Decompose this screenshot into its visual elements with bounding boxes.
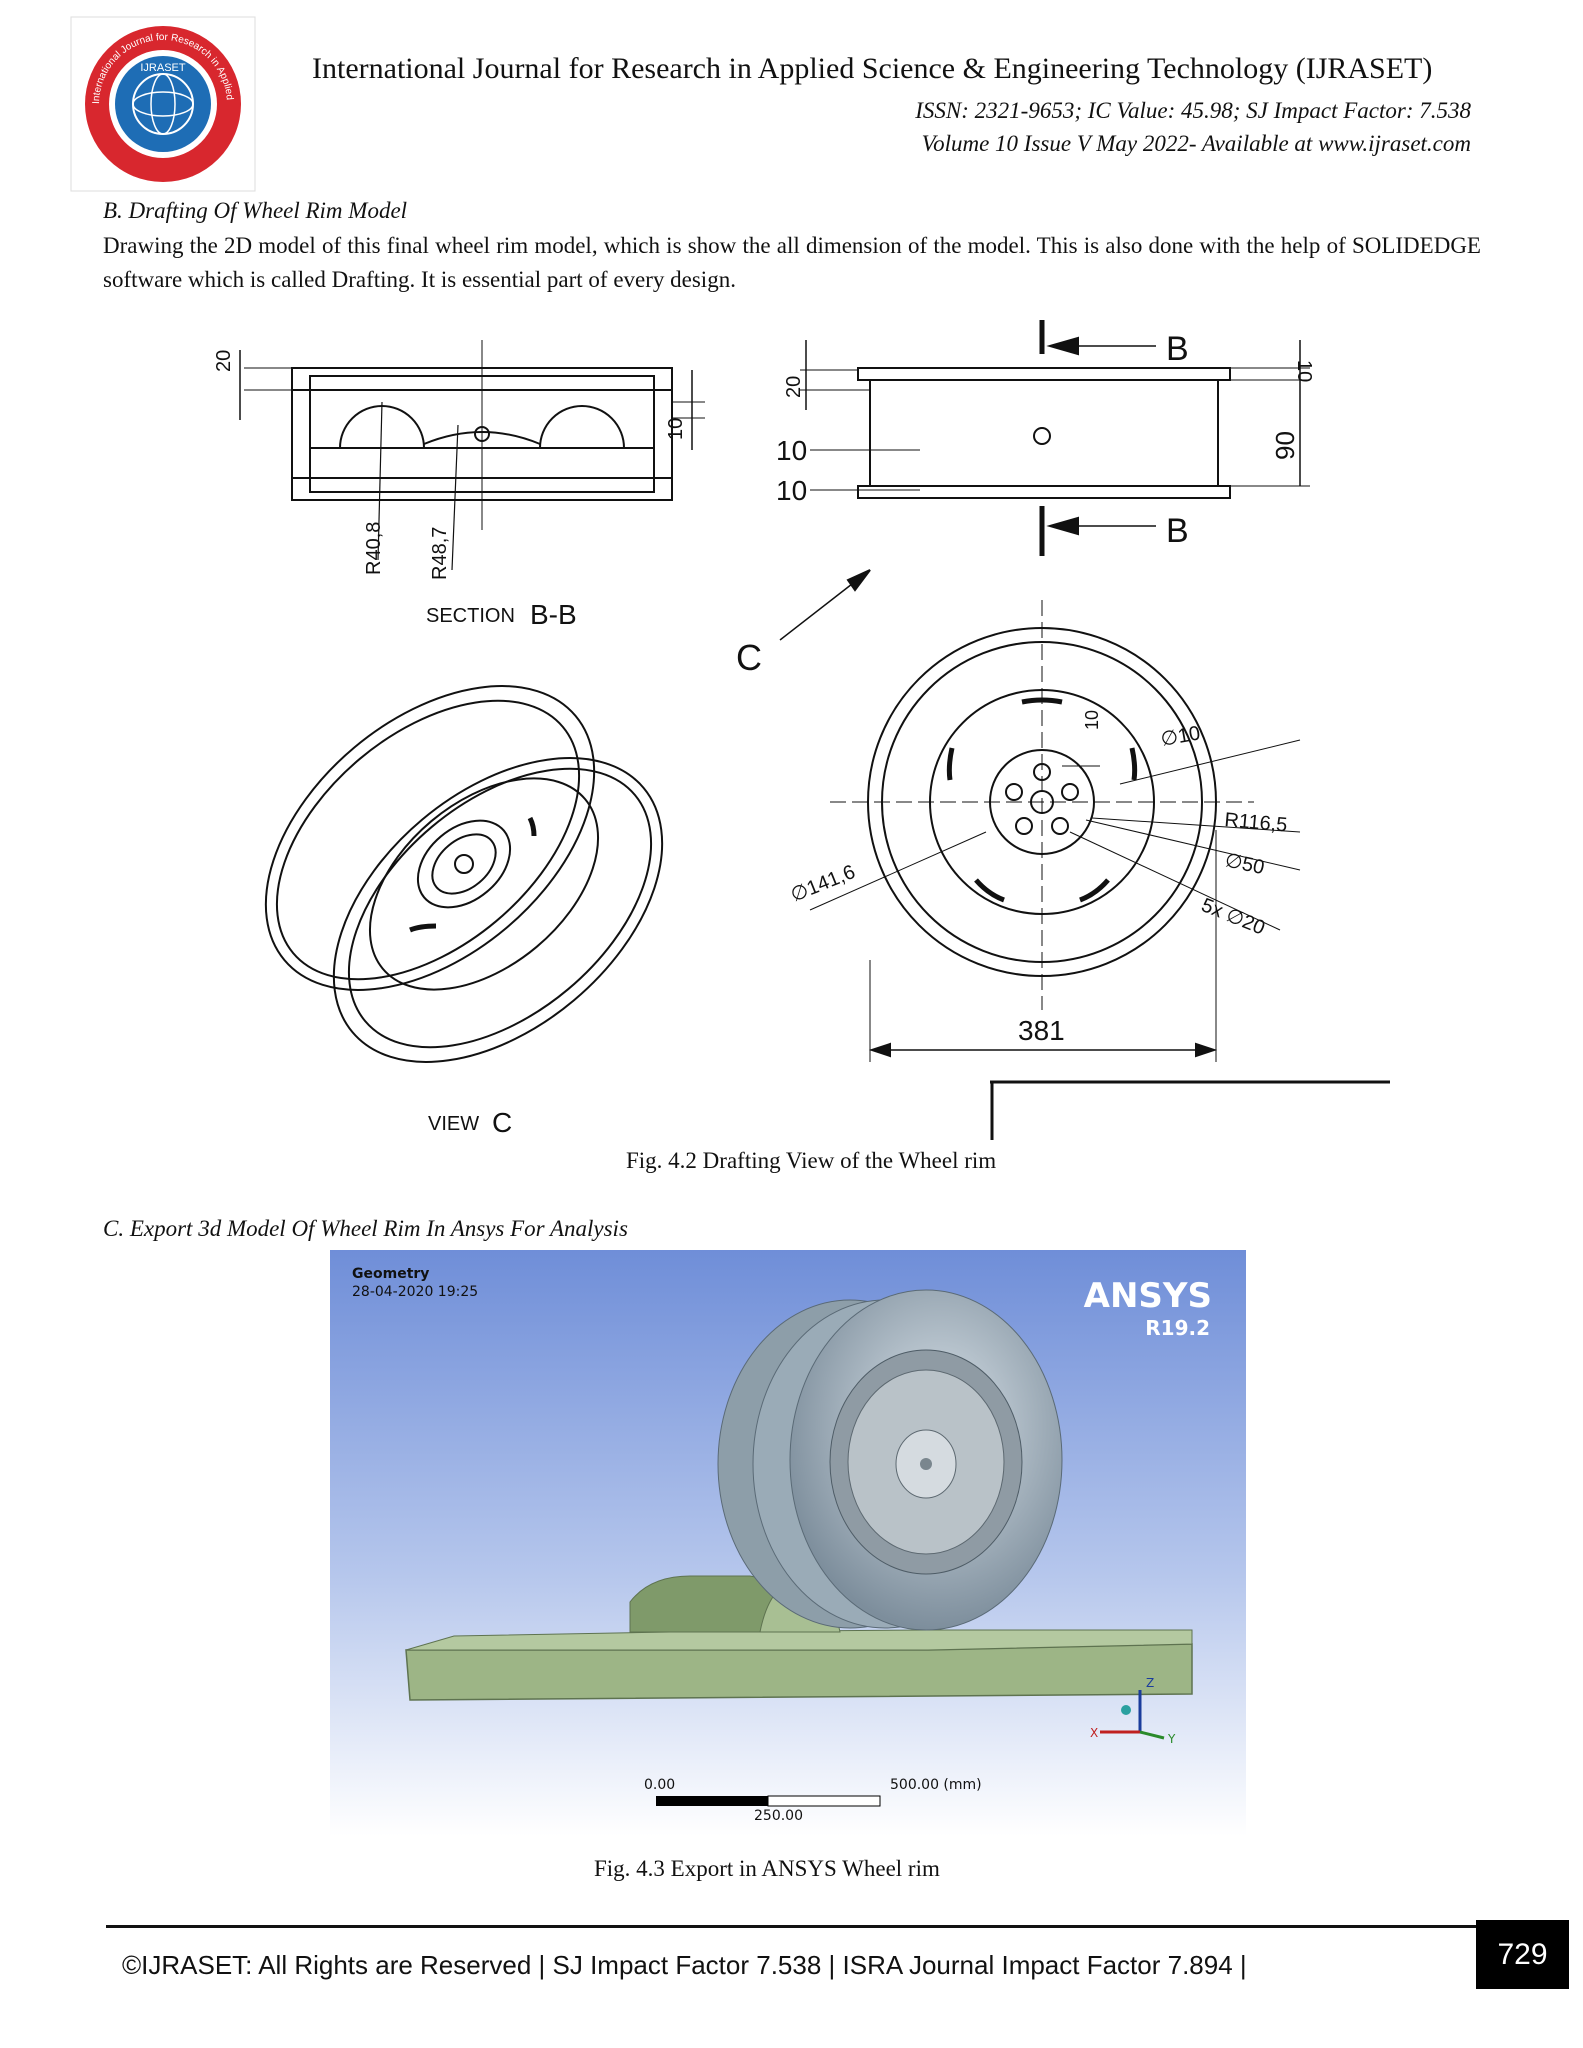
section-bb-view [239, 340, 705, 571]
footer-text: ©IJRASET: All Rights are Reserved | SJ I… [122, 1950, 1247, 1980]
drafting-figure: 20 10 R40,8 R48,7 SECTION B-B B B 20 10 … [213, 320, 1390, 1140]
axis-z-label: Z [1146, 1676, 1155, 1690]
ansys-figure: Geometry 28-04-2020 19:25 ANSYS R19.2 0.… [330, 1250, 1246, 1836]
view-label-prefix: VIEW [428, 1113, 479, 1135]
cut-label-bottom: B [1166, 512, 1189, 550]
ansys-version: R19.2 [1145, 1316, 1210, 1340]
ansys-brand: ANSYS [1083, 1276, 1212, 1316]
scale-start: 0.00 [644, 1777, 676, 1793]
dim-dia141-6: ∅141,6 [788, 861, 859, 907]
axis-y-label: Y [1168, 1732, 1176, 1746]
axis-x-label: X [1090, 1726, 1099, 1740]
section-label: B-B [530, 599, 577, 630]
dim-dia50: ∅50 [1223, 849, 1266, 879]
dim-10-left: 10 [665, 418, 687, 440]
logo-center-text: IJRASET [140, 62, 186, 74]
section-b-paragraph: Drawing the 2D model of this final wheel… [103, 233, 1481, 292]
figure-4-2-caption: Fig. 4.2 Drafting View of the Wheel rim [626, 1148, 997, 1173]
dim-10-right-top: 10 [1293, 360, 1315, 382]
dim-90: 90 [1270, 431, 1300, 460]
dim-r48-7: R48,7 [429, 527, 451, 580]
footer-rule [106, 1925, 1478, 1928]
front-view [800, 320, 1310, 556]
issn-line: ISSN: 2321-9653; IC Value: 45.98; SJ Imp… [915, 98, 1471, 123]
dim-10-a: 10 [776, 435, 807, 466]
arrow-label-c: C [736, 637, 762, 678]
dim-holes: 5x ∅20 [1198, 894, 1268, 939]
figure-4-3-caption: Fig. 4.3 Export in ANSYS Wheel rim [594, 1856, 940, 1881]
section-b-heading: B. Drafting Of Wheel Rim Model [103, 198, 408, 223]
volume-line: Volume 10 Issue V May 2022- Available at… [921, 131, 1471, 156]
view-label: C [492, 1107, 512, 1138]
section-c-heading: C. Export 3d Model Of Wheel Rim In Ansys… [103, 1216, 628, 1241]
ansys-geometry-label: Geometry [352, 1266, 430, 1282]
isometric-view [264, 685, 664, 1063]
dim-20-left: 20 [213, 350, 235, 372]
page-number: 729 [1476, 1920, 1569, 1989]
dim-r40-8: R40,8 [363, 522, 385, 575]
dim-20-right: 20 [783, 376, 805, 398]
view-c-face [809, 600, 1301, 1062]
journal-logo: IJRASET International Journal for Resear… [70, 16, 256, 192]
journal-title: International Journal for Research in Ap… [312, 52, 1433, 85]
section-label-prefix: SECTION [426, 605, 515, 627]
dim-381: 381 [1018, 1015, 1065, 1046]
ansys-timestamp: 28-04-2020 19:25 [352, 1284, 479, 1300]
scale-mid: 250.00 [754, 1808, 803, 1824]
dim-r116-5: R116,5 [1224, 809, 1289, 836]
dim-dia10: ∅10 [1159, 722, 1202, 751]
dim-10-small: 10 [1082, 710, 1102, 730]
ansys-viewport [330, 1250, 1246, 1836]
dim-10-b: 10 [776, 475, 807, 506]
cut-label-top: B [1166, 330, 1189, 368]
scale-end: 500.00 (mm) [890, 1777, 982, 1793]
